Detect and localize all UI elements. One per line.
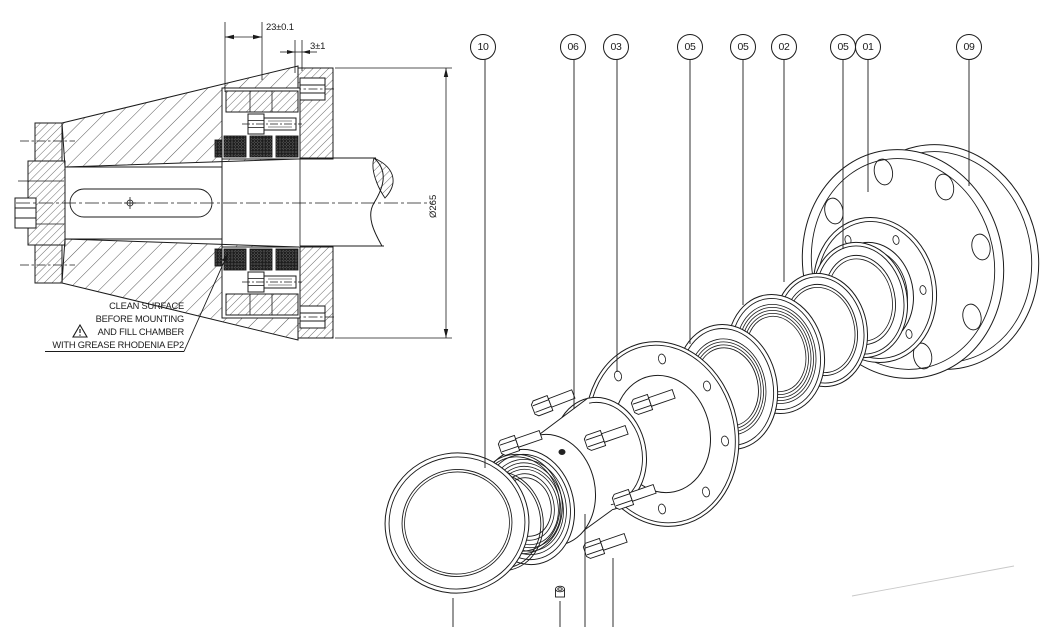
balloon-05c: 05: [830, 34, 856, 60]
hex-bolt-icon: [497, 430, 543, 456]
section-view: [14, 22, 452, 352]
balloon-05b: 05: [730, 34, 756, 60]
balloon-leaders: [484, 60, 970, 468]
offset-dimension: [280, 40, 317, 73]
break-line: [370, 157, 394, 247]
dimension-offset-label: 3±1: [310, 41, 326, 52]
balloon-10: 10: [470, 34, 496, 60]
balloon-02: 02: [771, 34, 797, 60]
seal-cartridge-lower: [214, 246, 302, 319]
hex-bolt-icon: [582, 533, 628, 559]
grease-port-dot: [558, 449, 566, 455]
mounting-note: CLEAN SURFACE BEFORE MOUNTING AND FILL C…: [28, 300, 184, 352]
balloon-03: 03: [603, 34, 629, 60]
dimension-width-label: 23±0.1: [266, 22, 294, 33]
flange-section: [292, 67, 336, 339]
exploded-view: [384, 144, 1040, 598]
hex-bolts: [497, 389, 676, 559]
hex-bolt-icon: [530, 389, 576, 417]
balloon-01: 01: [855, 34, 881, 60]
bottom-leaders: [452, 514, 614, 627]
seal-cartridge-upper: [214, 87, 302, 160]
note-line: CLEAN SURFACE: [109, 301, 184, 311]
hex-bolt-icon: [611, 484, 657, 510]
hex-bolt-left-icon: [14, 197, 37, 229]
set-screw-icon: [555, 585, 565, 598]
note-line: WITH GREASE RHODENIA EP2: [52, 340, 184, 350]
shaft: [65, 157, 394, 247]
note-line: AND FILL CHAMBER: [97, 327, 185, 337]
balloon-06: 06: [560, 34, 586, 60]
note-leader: [45, 252, 229, 352]
width-dimension: [224, 22, 263, 92]
ring-10: [384, 452, 530, 594]
warning-triangle-icon: [72, 324, 88, 338]
hex-bolt-icon: [583, 425, 629, 451]
border-line: [851, 565, 1015, 597]
balloon-09: 09: [956, 34, 982, 60]
dimension-diameter-label: Ø265: [428, 194, 439, 218]
balloon-05a: 05: [677, 34, 703, 60]
diameter-dimension: [335, 67, 452, 339]
hex-bolt-icon: [630, 389, 676, 415]
note-line: BEFORE MOUNTING: [95, 314, 185, 324]
